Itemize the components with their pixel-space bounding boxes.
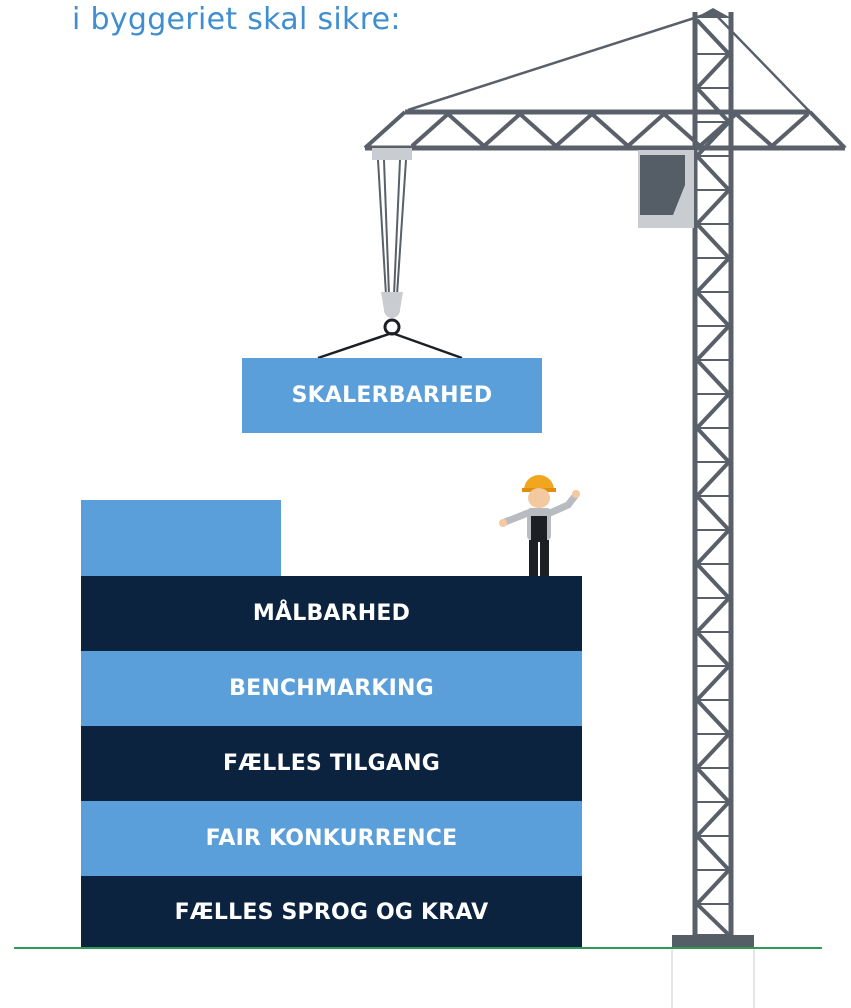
crane-tower bbox=[692, 12, 734, 937]
heading-text: i byggeriet skal sikre: bbox=[72, 2, 401, 37]
stack-block-label: BENCHMARKING bbox=[229, 676, 434, 701]
crane-hook-block bbox=[381, 292, 403, 318]
block-stack: MÅLBARHED BENCHMARKING FÆLLES TILGANG FA… bbox=[81, 576, 582, 949]
crane-jib bbox=[363, 109, 847, 151]
crane-trolley bbox=[372, 148, 412, 160]
stack-block-4: FAIR KONKURRENCE bbox=[81, 801, 582, 876]
stack-block-label: FÆLLES TILGANG bbox=[222, 751, 441, 776]
stack-block-5: FÆLLES SPROG OG KRAV bbox=[81, 876, 582, 949]
stack-block-3: FÆLLES TILGANG bbox=[81, 726, 582, 801]
stack-block-1: MÅLBARHED bbox=[81, 576, 582, 651]
stack-block-label: FÆLLES SPROG OG KRAV bbox=[174, 900, 489, 925]
crane-pendant-line bbox=[407, 10, 714, 112]
worker-icon bbox=[499, 475, 580, 576]
hanging-block-skalerbarhed: SKALERBARHED bbox=[242, 358, 542, 433]
top-small-block bbox=[81, 500, 281, 576]
ground-line bbox=[14, 947, 822, 949]
hanging-block-label: SKALERBARHED bbox=[291, 383, 493, 408]
stack-block-label: MÅLBARHED bbox=[252, 601, 411, 626]
crane-hook-icon bbox=[383, 318, 401, 336]
stack-block-label: FAIR KONKURRENCE bbox=[205, 826, 458, 851]
stack-block-2: BENCHMARKING bbox=[81, 651, 582, 726]
crane-cabin bbox=[638, 150, 694, 228]
crane-base bbox=[672, 935, 754, 949]
